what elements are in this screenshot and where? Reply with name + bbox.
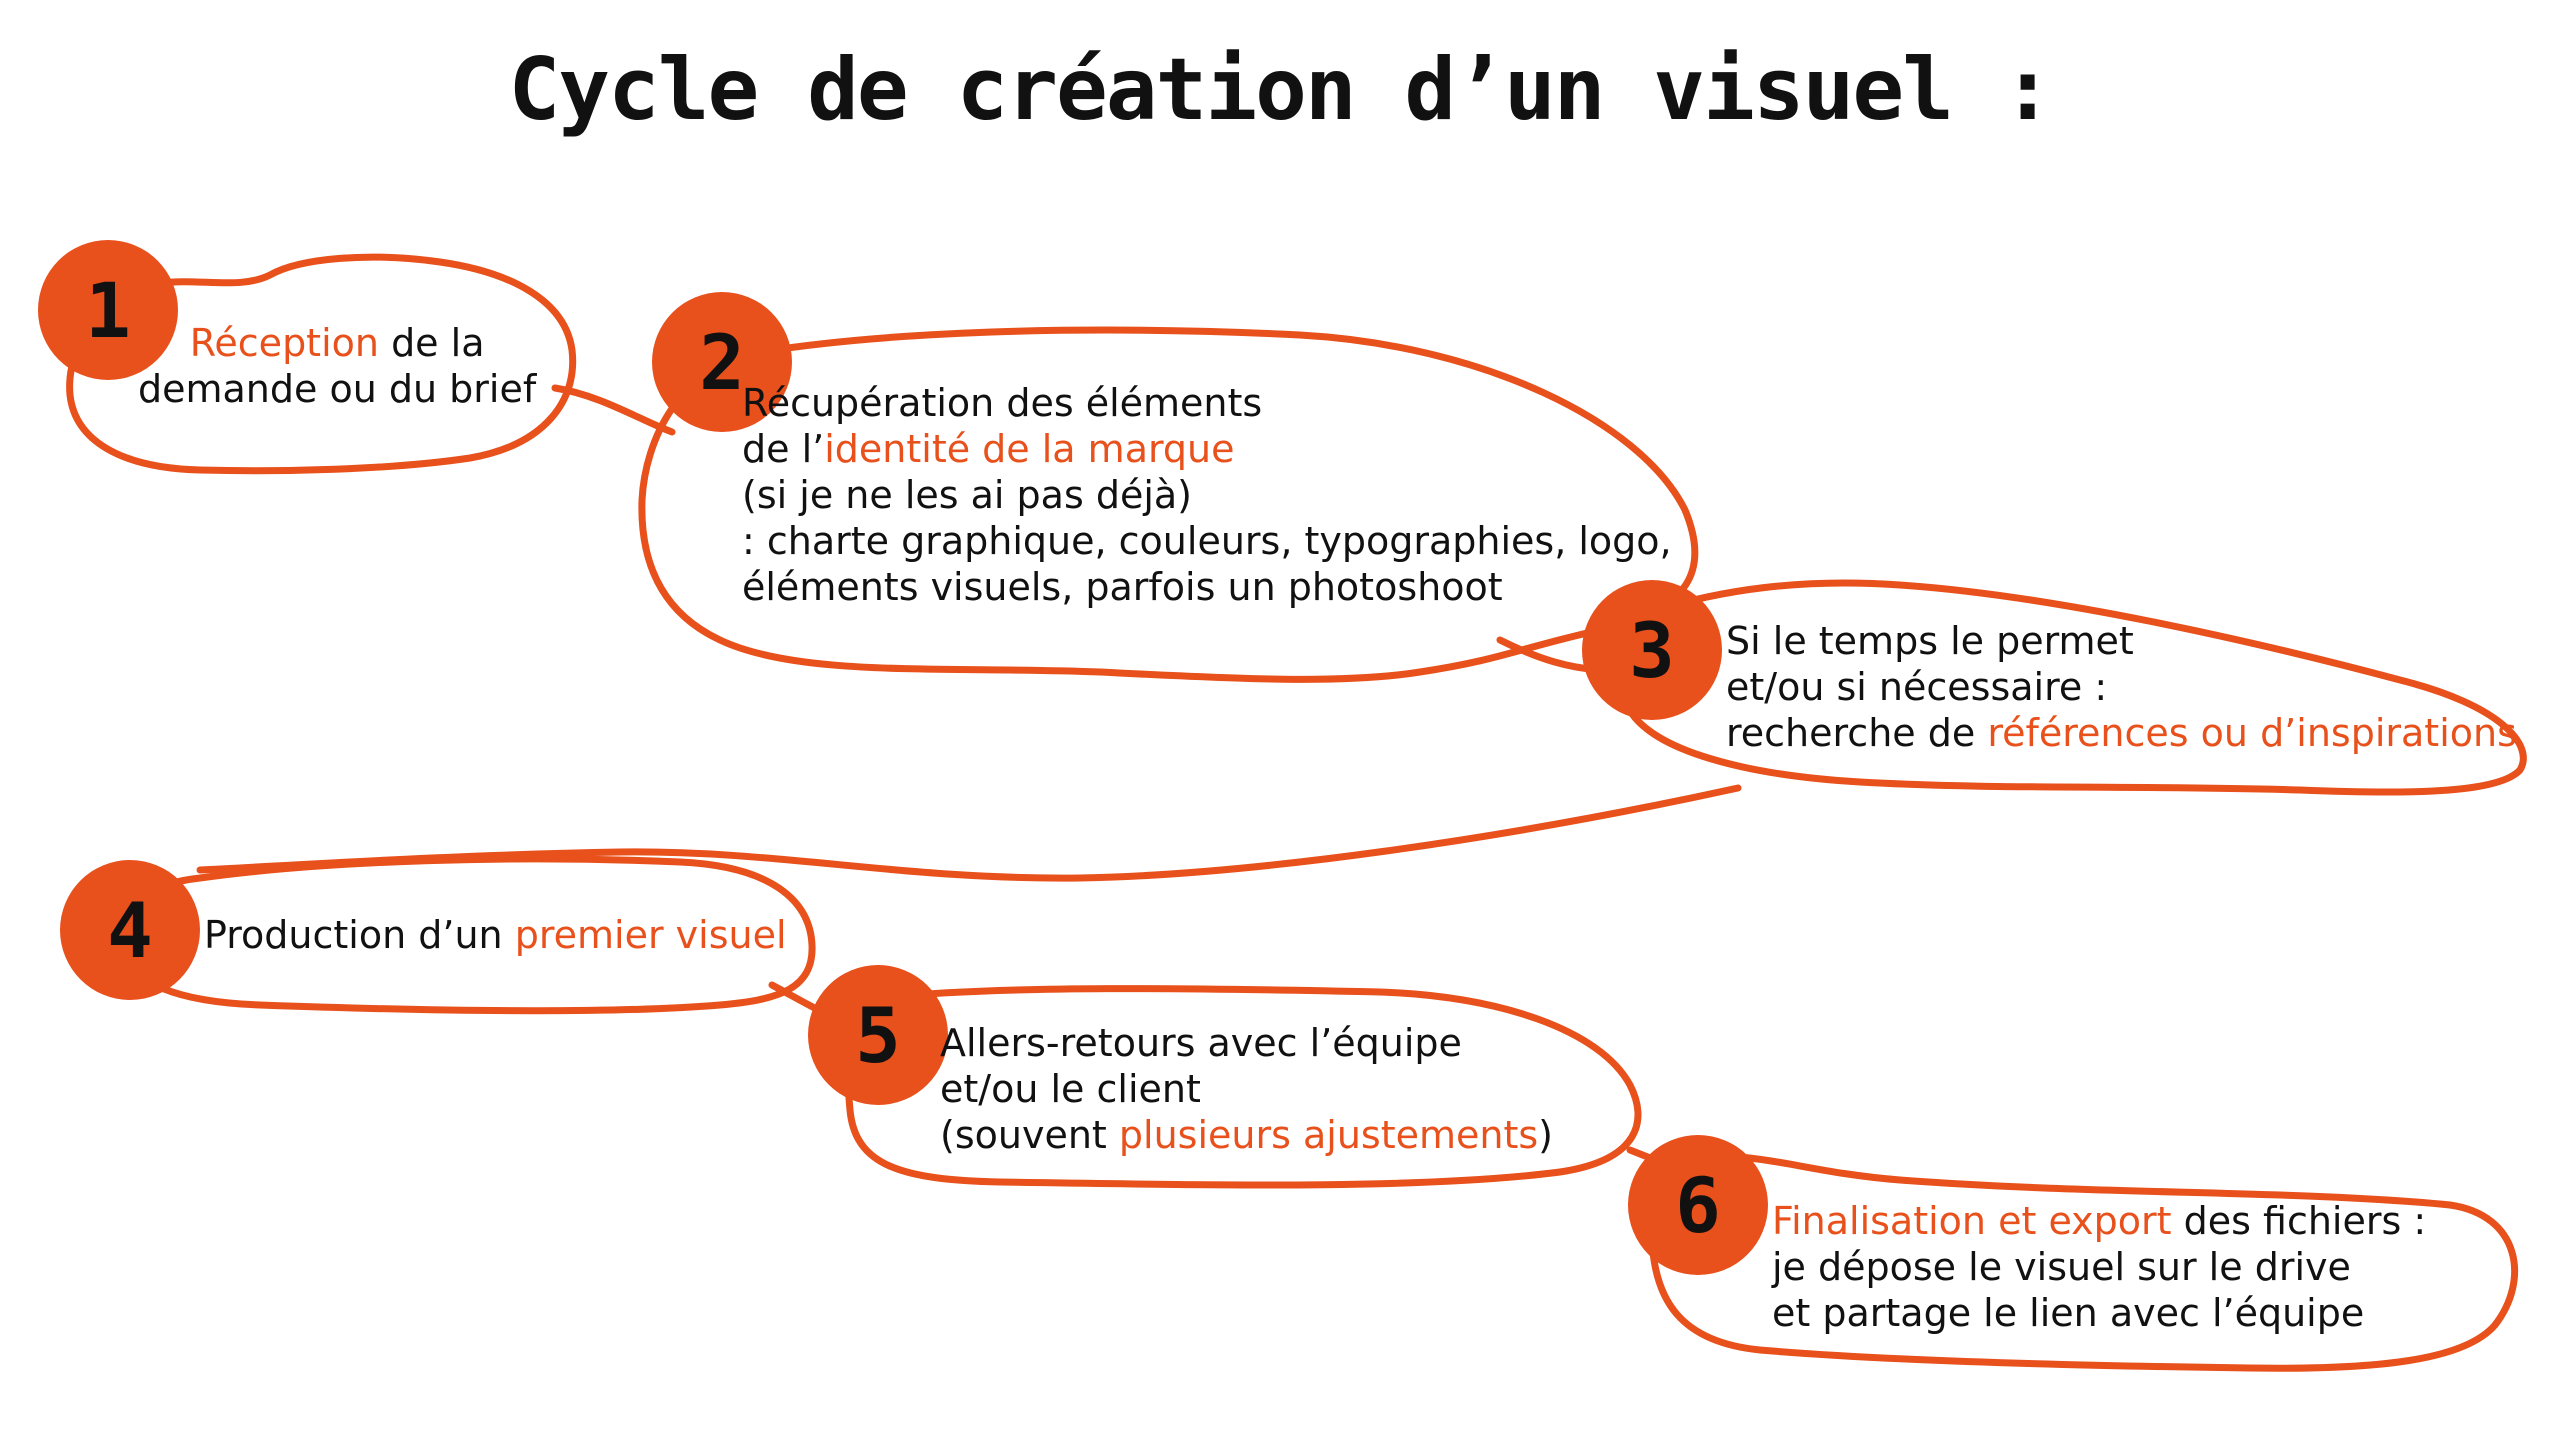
- step-5-line: Allers-retours avec l’équipe: [940, 1020, 1553, 1066]
- body-text: Si le temps le permet: [1726, 619, 2134, 663]
- step-4-badge: 4: [60, 860, 200, 1000]
- step-3-outline: [1615, 579, 2527, 796]
- highlight-text: plusieurs ajustements: [1118, 1113, 1539, 1157]
- body-text: et partage le lien avec l’équipe: [1772, 1291, 2365, 1335]
- highlight-text: premier visuel: [514, 913, 787, 957]
- step-3-number: 3: [1629, 605, 1675, 695]
- step-3-badge: 3: [1582, 580, 1722, 720]
- step-2-line: Récupération des éléments: [742, 380, 1672, 426]
- step-3-line: recherche de références ou d’inspiration…: [1726, 710, 2517, 756]
- body-text: demande ou du brief: [138, 367, 537, 411]
- step-3-line: Si le temps le permet: [1726, 618, 2517, 664]
- step-2-line: (si je ne les ai pas déjà): [742, 472, 1672, 518]
- step-5-line: (souvent plusieurs ajustements): [940, 1112, 1553, 1158]
- step-5-number: 5: [855, 990, 901, 1080]
- step-3-line: et/ou si nécessaire :: [1726, 664, 2517, 710]
- body-text: : charte graphique, couleurs, typographi…: [742, 519, 1672, 563]
- body-text: et/ou si nécessaire :: [1726, 665, 2108, 709]
- step-6-badge: 6: [1628, 1135, 1768, 1275]
- body-text: Allers-retours avec l’équipe: [940, 1021, 1462, 1065]
- step-1-badge: 1: [38, 240, 178, 380]
- step-2-badge: 2: [652, 292, 792, 432]
- step-6-line: je dépose le visuel sur le drive: [1772, 1244, 2426, 1290]
- step-4-line: Production d’un premier visuel: [204, 912, 787, 958]
- step-1-line: demande ou du brief: [138, 366, 536, 412]
- body-text: et/ou le client: [940, 1067, 1201, 1111]
- highlight-text: Réception: [189, 321, 379, 365]
- body-text: Production d’un: [204, 913, 515, 957]
- body-text: recherche de: [1726, 711, 1988, 755]
- body-text: Récupération des éléments: [742, 381, 1263, 425]
- step-2-number: 2: [699, 317, 745, 407]
- step-6-outline: [1648, 1152, 2519, 1372]
- body-text: de l’: [742, 427, 825, 471]
- step-5-badge: 5: [808, 965, 948, 1105]
- step-6-line: Finalisation et export des fichiers :: [1772, 1198, 2426, 1244]
- connector-3-4: [196, 784, 1742, 882]
- step-2-outline: [638, 326, 1699, 683]
- step-1-outline: [66, 253, 577, 475]
- body-text: des fichiers :: [2171, 1199, 2427, 1243]
- step-2-line: éléments visuels, parfois un photoshoot: [742, 564, 1672, 610]
- step-1-line: Réception de la: [138, 320, 536, 366]
- step-6-text: Finalisation et export des fichiers :je …: [1772, 1198, 2426, 1336]
- step-1-number: 1: [85, 265, 131, 355]
- connector-1-2: [551, 384, 676, 436]
- step-6-number: 6: [1675, 1160, 1721, 1250]
- body-text: je dépose le visuel sur le drive: [1772, 1245, 2351, 1289]
- diagram-title: Cycle de création d’un visuel :: [508, 40, 2053, 140]
- body-text: ): [1538, 1113, 1553, 1157]
- step-5-outline: [844, 985, 1642, 1189]
- step-2-line: : charte graphique, couleurs, typographi…: [742, 518, 1672, 564]
- highlight-text: Finalisation et export: [1772, 1199, 2172, 1243]
- highlight-text: références ou d’inspirations: [1987, 711, 2517, 755]
- body-text: (souvent: [940, 1113, 1119, 1157]
- step-6-line: et partage le lien avec l’équipe: [1772, 1290, 2426, 1336]
- body-text: éléments visuels, parfois un photoshoot: [742, 565, 1503, 609]
- highlight-text: identité de la marque: [824, 427, 1235, 471]
- step-4-number: 4: [107, 885, 153, 975]
- body-text: (si je ne les ai pas déjà): [742, 473, 1193, 517]
- step-5-line: et/ou le client: [940, 1066, 1553, 1112]
- body-text: de la: [378, 321, 485, 365]
- step-2-line: de l’identité de la marque: [742, 426, 1672, 472]
- step-4-text: Production d’un premier visuel: [204, 912, 787, 958]
